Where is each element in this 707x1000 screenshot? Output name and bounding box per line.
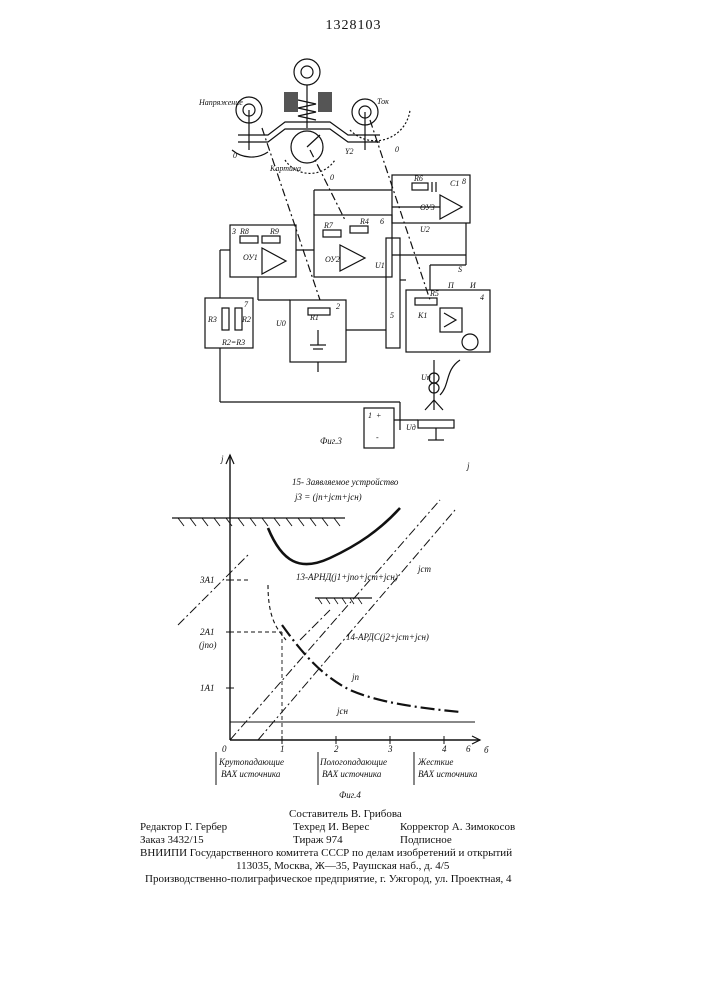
region-3-line2: ВАХ источника bbox=[418, 769, 478, 779]
label-u2: U2 bbox=[420, 225, 430, 234]
editor: Редактор Г. Гербер bbox=[140, 821, 227, 834]
corrector: Корректор А. Зимокосов bbox=[400, 821, 515, 834]
curve-14-label: 14-АРДС(j2+jст+jсн) bbox=[346, 632, 429, 642]
region-1-line2: ВАХ источника bbox=[221, 769, 281, 779]
label-r9: R9 bbox=[269, 227, 279, 236]
label-voltage: Напряжение bbox=[198, 98, 243, 107]
x-tick-6: 6 bbox=[466, 744, 471, 754]
label-c1: C1 bbox=[450, 179, 459, 188]
label-r7: R7 bbox=[323, 221, 334, 230]
y-tick-3a1: 3A1 bbox=[199, 575, 215, 585]
circulation: Тираж 974 bbox=[293, 834, 343, 847]
y-tick-jpo: (jпо) bbox=[199, 640, 217, 650]
region-2-line2: ВАХ источника bbox=[322, 769, 382, 779]
label-picture: Картина bbox=[269, 164, 301, 173]
y-axis-label: j bbox=[220, 454, 224, 464]
x-tick-2: 2 bbox=[334, 744, 339, 754]
label-ou1: ОУ1 bbox=[243, 253, 258, 262]
label-r6: R6 bbox=[413, 174, 423, 183]
x-tick-0: 0 bbox=[222, 744, 227, 754]
y-tick-1a1: 1A1 bbox=[200, 683, 215, 693]
x-tick-3: 3 bbox=[387, 744, 393, 754]
label-block-5: 5 bbox=[390, 311, 394, 320]
label-plus: + bbox=[376, 411, 381, 420]
x-tick-4: 4 bbox=[442, 744, 447, 754]
curve-15-label: 15- Заявляемое устройство bbox=[292, 477, 399, 487]
label-ou2: ОУ2 bbox=[325, 255, 340, 264]
y-axis-label-right: j bbox=[466, 461, 470, 471]
label-r2: R2 bbox=[241, 315, 251, 324]
curve-15 bbox=[268, 508, 400, 564]
region-2-line1: Пологопадающие bbox=[319, 757, 387, 767]
label-up: Uп bbox=[421, 373, 431, 382]
compiler: Составитель В. Грибова bbox=[289, 808, 402, 821]
figure-3-caption: Фиг.3 bbox=[320, 436, 342, 446]
label-jst: jст bbox=[417, 564, 431, 574]
label-jp: jп bbox=[351, 672, 360, 682]
label-u1: U1 bbox=[375, 261, 385, 270]
techred: Техред И. Верес bbox=[293, 821, 369, 834]
label-y2: Y2 bbox=[345, 147, 353, 156]
label-minus: - bbox=[376, 433, 379, 442]
label-block-7: 7 bbox=[244, 300, 249, 309]
subscription: Подписное bbox=[400, 834, 452, 847]
label-k1: K1 bbox=[417, 311, 427, 320]
x-tick-1: 1 bbox=[280, 744, 285, 754]
label-u0: U0 bbox=[276, 319, 286, 328]
label-block-4: 4 bbox=[480, 293, 484, 302]
vniipi: ВНИИПИ Государственного комитета СССР по… bbox=[140, 847, 512, 860]
label-r3: R3 bbox=[207, 315, 217, 324]
region-1-line1: Крутопадающие bbox=[218, 757, 284, 767]
label-p: П bbox=[447, 281, 455, 290]
label-s: S bbox=[458, 265, 462, 274]
x-axis-label: б bbox=[484, 745, 489, 755]
label-r8: R8 bbox=[239, 227, 249, 236]
label-block-3: 3 bbox=[231, 227, 236, 236]
label-r4: R4 bbox=[359, 217, 369, 226]
label-zero-left: 0 bbox=[233, 151, 237, 160]
figure-4-caption: Фиг.4 bbox=[339, 790, 361, 800]
curve-15-formula: j3 = (jп+jст+jсн) bbox=[294, 492, 362, 502]
printer: Производственно-полиграфическое предприя… bbox=[145, 873, 512, 886]
label-ou3: ОУ3 bbox=[420, 203, 435, 212]
address: 113035, Москва, Ж—35, Раушская наб., д. … bbox=[236, 860, 449, 873]
label-zero-mid: 0 bbox=[330, 173, 334, 182]
label-r1: R1 bbox=[309, 313, 319, 322]
top-ring bbox=[294, 59, 320, 85]
label-block-1: 1 bbox=[368, 411, 372, 420]
label-block-2: 2 bbox=[336, 302, 340, 311]
curve-13-label: 13-АРНД(j1+jпо+jст+jсн) bbox=[296, 572, 398, 582]
label-block-8: 8 bbox=[462, 177, 466, 186]
label-r5: R5 bbox=[429, 289, 439, 298]
figure-4-diagram bbox=[172, 455, 480, 785]
label-block-6: 6 bbox=[380, 217, 384, 226]
label-i: И bbox=[469, 281, 477, 290]
region-3-line1: Жесткие bbox=[417, 757, 453, 767]
label-ud: Uд bbox=[406, 423, 416, 432]
label-current: Ток bbox=[377, 97, 389, 106]
label-r2-eq-r3: R2=R3 bbox=[221, 338, 245, 347]
label-zero-right: 0 bbox=[395, 145, 399, 154]
y-tick-2a1: 2A1 bbox=[200, 627, 215, 637]
order: Заказ 3432/15 bbox=[140, 834, 204, 847]
label-jsn: jсн bbox=[336, 706, 348, 716]
